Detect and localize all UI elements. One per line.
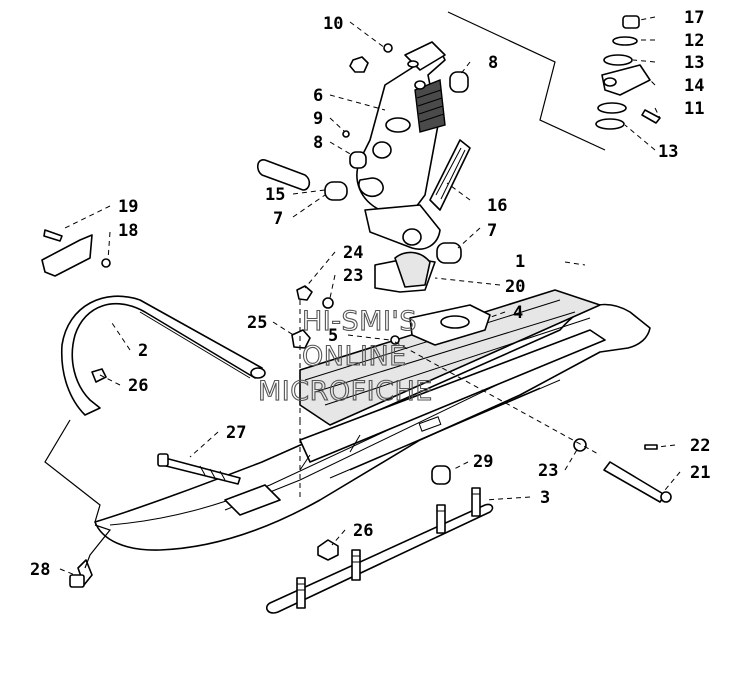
callout-2: 2 [138,341,148,361]
callout-12: 12 [684,31,704,51]
ski-saddle [374,251,436,293]
callout-10: 10 [323,14,343,34]
spindle-bolt [603,444,672,503]
callout-5: 5 [328,326,338,346]
callout-29: 29 [473,452,493,472]
bushings [256,71,469,264]
callout-16: 16 [487,196,507,216]
callout-numbers: 10 8 6 9 8 15 7 16 7 17 12 13 14 11 13 1… [30,8,710,580]
callout-11: 11 [684,99,704,119]
nut-26 [91,368,339,561]
callout-22: 22 [690,436,710,456]
ski-body [94,289,651,551]
nut-29 [431,465,451,485]
callout-1: 1 [515,252,525,272]
watermark-line-2: ONLINE [302,341,407,372]
callout-15: 15 [265,185,285,205]
callout-3: 3 [540,488,550,508]
callout-18: 18 [118,221,138,241]
wear-bar [266,487,494,614]
callout-8-top: 8 [488,53,498,73]
spindle [356,41,446,216]
callout-6: 6 [313,86,323,106]
hardware-nut-10 [349,43,393,73]
callout-7-left: 7 [273,209,283,229]
callout-23-top: 23 [343,266,363,286]
callout-23-bottom: 23 [538,461,558,481]
spindle-base [364,204,441,250]
callout-27: 27 [226,423,246,443]
callout-20: 20 [505,277,525,297]
watermark-line-1: HI-SMI'S [302,306,417,337]
leader-lines [44,11,681,576]
callout-9: 9 [313,109,323,129]
callout-28: 28 [30,560,50,580]
ski-loop [60,295,266,416]
callout-26-left: 26 [128,376,148,396]
callout-21: 21 [690,463,710,483]
washers-nuts [291,285,587,452]
callout-19: 19 [118,197,138,217]
bolt-27 [157,453,241,485]
bolt-28 [69,559,93,588]
mounting-plate [409,304,491,346]
watermark: HI-SMI'S ONLINE MICROFICHE [257,305,433,407]
callout-13-top: 13 [684,53,704,73]
pivot-bracket [595,15,661,130]
callout-4: 4 [513,303,523,323]
callout-14: 14 [684,76,704,96]
callout-13-bottom: 13 [658,142,678,162]
callout-24: 24 [343,243,363,263]
decal [429,139,471,211]
callout-7-right: 7 [487,221,497,241]
callout-8-mid: 8 [313,133,323,153]
callout-25: 25 [247,313,267,333]
callout-17: 17 [684,8,704,28]
watermark-line-3: MICROFICHE [258,376,433,407]
callout-26-bottom: 26 [353,521,373,541]
bracket-18 [41,229,111,277]
